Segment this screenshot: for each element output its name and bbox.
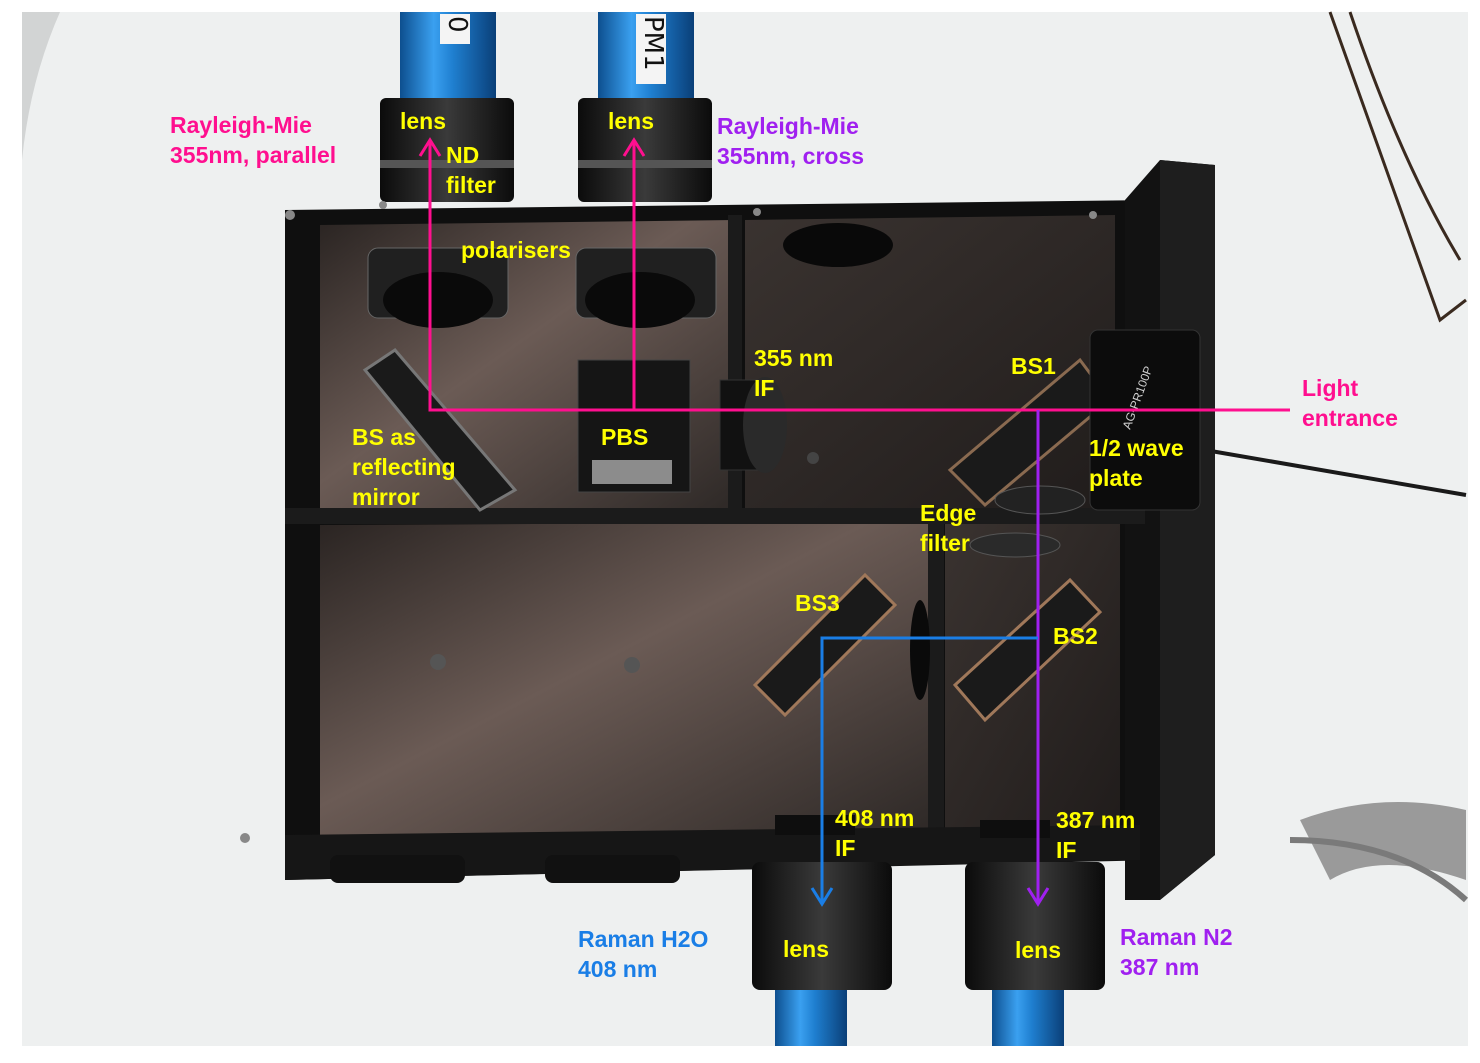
beam-raman-h2o — [810, 636, 1038, 907]
bs2-mount — [952, 577, 1103, 723]
flange-face — [1160, 160, 1215, 900]
label-lens-top-left: lens — [400, 108, 447, 134]
label-bs3: BS3 — [795, 590, 840, 616]
label-line: 355nm, cross — [717, 143, 865, 169]
tube-label-left: 0 — [442, 16, 472, 33]
label-if-408: 408 nm IF — [835, 803, 914, 863]
label-line: Raman N2 — [1120, 924, 1233, 950]
screw — [430, 654, 446, 670]
screw — [753, 208, 761, 216]
ribbon-cable — [1300, 802, 1466, 880]
lens-mount-bottom-right — [965, 862, 1105, 990]
if-355-ring — [743, 377, 787, 473]
label-raman-h2o: Raman H2O 408 nm — [578, 924, 708, 984]
label-line: 1/2 wave — [1089, 435, 1184, 461]
bottom-port — [545, 855, 680, 883]
screw — [807, 452, 819, 464]
tube-sticker — [440, 14, 470, 44]
screw — [240, 833, 250, 843]
pbs-base — [592, 460, 672, 484]
label-line: BS as — [352, 424, 416, 450]
label-bs-mirror: BS as reflecting mirror — [352, 422, 456, 512]
label-line: Rayleigh-Mie — [170, 112, 312, 138]
label-line: IF — [1056, 837, 1077, 863]
label-raman-n2: Raman N2 387 nm — [1120, 922, 1232, 982]
label-lens-bottom-right: lens — [1015, 937, 1062, 963]
label-if-355: 355 nm IF — [754, 343, 833, 403]
label-line: Light — [1302, 375, 1359, 401]
lens-mount-top-left — [380, 98, 514, 202]
lens-mount-top-right — [578, 98, 712, 202]
label-line: 408 nm — [835, 805, 915, 831]
waveplate-mount — [1089, 329, 1201, 511]
lens-mount-bottom-left — [752, 862, 892, 990]
lens-ring — [578, 160, 712, 168]
divider-lower — [928, 520, 944, 840]
bottom-port — [330, 855, 465, 883]
beam-rayleigh-cross — [622, 137, 646, 410]
background-edge — [22, 12, 60, 160]
top-port — [783, 223, 893, 267]
label-rayleigh-parallel: Rayleigh-Mie 355nm, parallel — [170, 110, 336, 170]
label-rayleigh-cross: Rayleigh-Mie 355nm, cross — [717, 111, 864, 171]
label-edge-filter: Edge filter — [920, 498, 976, 558]
screw — [379, 201, 387, 209]
edge-filter-mount — [994, 485, 1086, 515]
label-line: 408 nm — [578, 956, 658, 982]
label-pbs: PBS — [601, 424, 649, 450]
label-half-wave-plate: 1/2 wave plate — [1089, 433, 1184, 493]
label-polarisers: polarisers — [461, 237, 571, 263]
label-line: mirror — [352, 484, 420, 510]
if-408-holder — [775, 815, 855, 835]
label-line: reflecting — [352, 454, 456, 480]
lens-ring — [380, 160, 514, 168]
compartment-lower-left — [320, 522, 930, 838]
polariser-aperture — [585, 272, 695, 328]
label-bs2: BS2 — [1053, 623, 1098, 649]
label-line: 387 nm — [1056, 807, 1136, 833]
box-front-rim — [285, 825, 1140, 880]
label-light-entrance: Light entrance — [1302, 373, 1398, 433]
label-line: filter — [920, 530, 970, 556]
label-line: ND — [446, 142, 480, 168]
divider-port — [910, 600, 930, 700]
label-line: 355 nm — [754, 345, 834, 371]
label-line: 355nm, parallel — [170, 142, 337, 168]
label-line: filter — [446, 172, 496, 198]
label-line: IF — [754, 375, 775, 401]
pmt-tube-bottom-left — [775, 985, 847, 1046]
screw — [624, 657, 640, 673]
label-lens-top-right: lens — [608, 108, 655, 134]
cable — [1348, 11, 1462, 261]
cable — [1328, 11, 1467, 323]
bs-mirror-mount — [362, 348, 518, 512]
label-line: Rayleigh-Mie — [717, 113, 859, 139]
pmt-tube-bottom-right — [992, 985, 1064, 1046]
polariser-aperture — [383, 272, 493, 328]
if-387-holder — [980, 820, 1050, 838]
label-nd-filter: ND filter — [446, 140, 496, 200]
beam-rayleigh-parallel — [418, 137, 1290, 412]
beam-raman-n2 — [1026, 410, 1050, 907]
tube-sticker — [636, 14, 666, 84]
label-line: 387 nm — [1120, 954, 1200, 980]
ribbon-cable — [1289, 837, 1469, 903]
label-bs1: BS1 — [1011, 353, 1056, 379]
label-lens-bottom-left: lens — [783, 936, 830, 962]
cable — [1204, 448, 1467, 497]
bs3-mount — [752, 572, 898, 718]
screw — [285, 210, 295, 220]
label-line: entrance — [1302, 405, 1398, 431]
screw — [1089, 211, 1097, 219]
label-line: IF — [835, 835, 856, 861]
label-if-387: 387 nm IF — [1056, 805, 1135, 865]
label-line: Edge — [920, 500, 977, 526]
label-line: Raman H2O — [578, 926, 709, 952]
edge-filter-ring — [969, 532, 1061, 558]
tube-label-right: PM1 — [638, 16, 668, 71]
label-line: plate — [1089, 465, 1143, 491]
